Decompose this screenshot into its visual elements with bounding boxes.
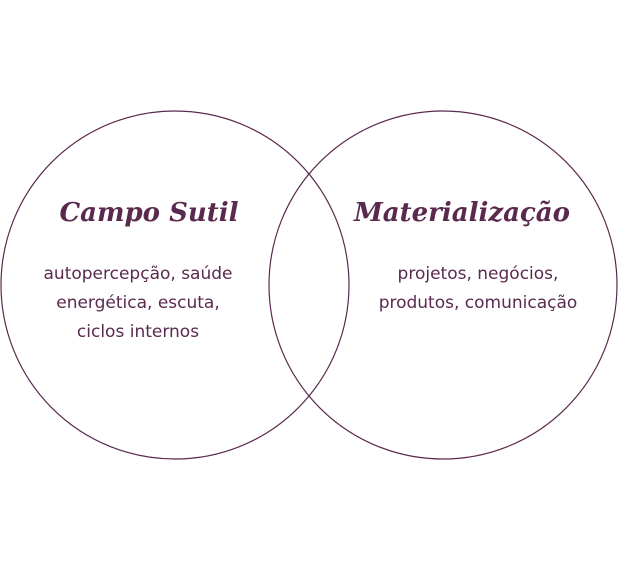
right-circle — [268, 110, 618, 460]
left-circle-line-3: ciclos internos — [77, 322, 199, 342]
left-circle-line-2: energética, escuta, — [56, 293, 220, 313]
right-circle-line-2: produtos, comunicação — [379, 293, 578, 313]
left-circle-title: Campo Sutil — [59, 198, 238, 228]
right-circle-line-1: projetos, negócios, — [398, 264, 559, 284]
left-circle-line-1: autopercepção, saúde — [44, 264, 233, 284]
left-circle — [0, 110, 350, 460]
right-circle-title: Materialização — [353, 198, 570, 228]
